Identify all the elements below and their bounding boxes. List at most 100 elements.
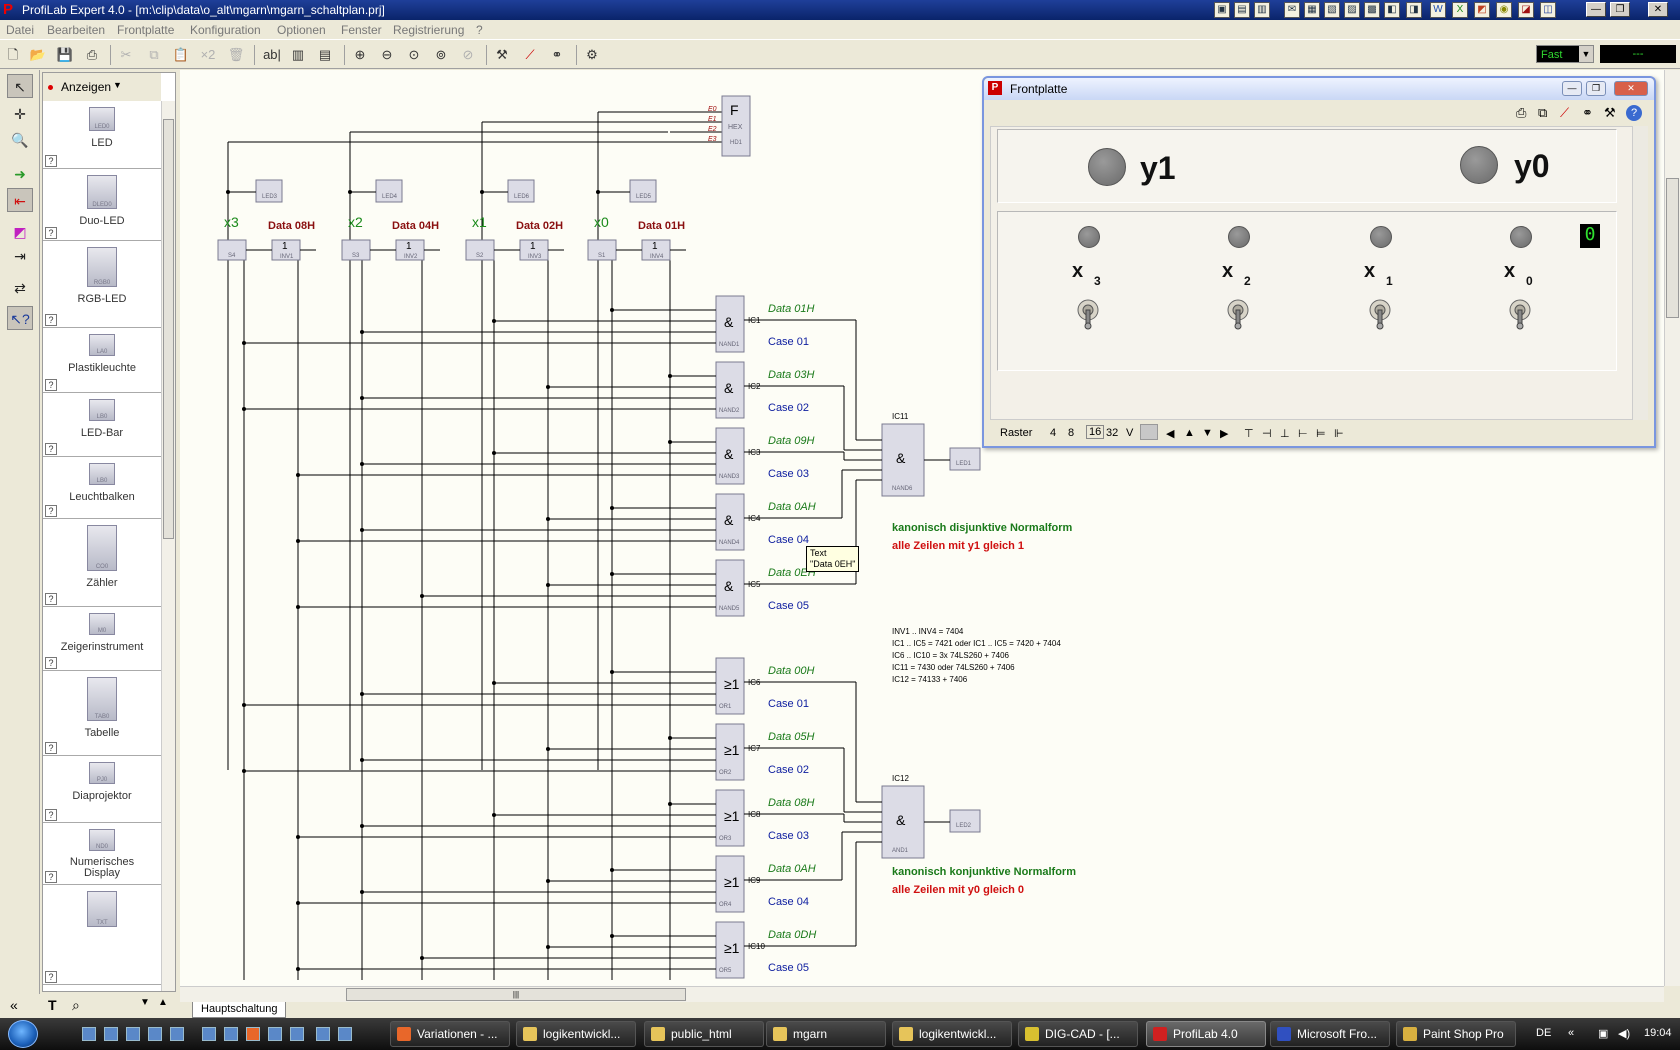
help-icon[interactable]: ? — [45, 379, 57, 391]
zoom-in-icon[interactable]: ⊕ — [354, 47, 366, 62]
pointer-tool-icon[interactable]: ↖ — [7, 74, 33, 98]
quicklaunch-icon[interactable]: ▤ — [1234, 2, 1250, 18]
quicklaunch-desktop-icon[interactable] — [82, 1027, 96, 1041]
quicklaunch-icon[interactable]: ▦ — [1304, 2, 1320, 18]
toggle-switch[interactable] — [1076, 298, 1100, 332]
restore-button[interactable]: ❐ — [1586, 81, 1606, 96]
output-led-component[interactable] — [949, 447, 981, 471]
help-icon[interactable]: ? — [45, 742, 57, 754]
raster-v[interactable]: V — [1126, 427, 1134, 439]
raster-16[interactable]: 16 — [1086, 425, 1105, 439]
help-pointer-icon[interactable]: ↖? — [7, 306, 33, 330]
taskbar-button[interactable]: Variationen - ... — [390, 1021, 510, 1047]
align-middle-icon[interactable]: ⊣ — [1262, 428, 1272, 440]
new-file-icon[interactable]: 🗋 — [7, 47, 19, 62]
menu-help[interactable]: ? — [476, 23, 483, 37]
wire-tool-icon[interactable]: ⟋ — [1560, 105, 1570, 120]
close-button[interactable]: ✕ — [1614, 81, 1648, 96]
quicklaunch-icon[interactable] — [338, 1027, 352, 1041]
tools-icon[interactable]: ⚒ — [1604, 105, 1616, 120]
restore-button[interactable]: ❐ — [1610, 2, 1630, 17]
word-icon[interactable]: W — [1430, 2, 1446, 18]
scroll-up-icon[interactable]: ▲ — [158, 997, 168, 1008]
paste-icon[interactable]: 📋 — [172, 47, 190, 62]
arrow-down-icon[interactable]: ▼ — [1202, 427, 1213, 439]
quicklaunch-icon[interactable]: ▨ — [1344, 2, 1360, 18]
help-icon[interactable]: ? — [45, 505, 57, 517]
stop-arrow-icon[interactable]: ⇤ — [7, 188, 33, 212]
magnifier-icon[interactable]: 🔍 — [11, 132, 29, 148]
canvas-vertical-scrollbar[interactable] — [1664, 70, 1680, 986]
hex-display-component[interactable] — [721, 95, 751, 157]
frontpanel-scrollbar[interactable] — [1632, 126, 1648, 420]
arrow-right-icon[interactable]: ▶ — [1220, 428, 1229, 440]
zoom-out-icon[interactable]: ⊖ — [381, 47, 393, 62]
quicklaunch-icon[interactable]: ▣ — [1214, 2, 1230, 18]
collapse-icon[interactable]: « — [10, 997, 18, 1013]
output-led-component[interactable] — [949, 809, 981, 833]
combine-gate[interactable] — [881, 423, 925, 497]
nand-gate[interactable] — [715, 361, 745, 419]
list-icon[interactable]: ▤ — [318, 47, 332, 62]
help-icon[interactable]: ? — [45, 155, 57, 167]
library-scrollbar[interactable] — [161, 101, 175, 991]
taskbar-button[interactable]: ProfiLab 4.0 — [1146, 1021, 1266, 1047]
tab-hauptschaltung[interactable]: Hauptschaltung — [192, 1002, 287, 1018]
save-icon[interactable]: 💾 — [56, 47, 74, 62]
scroll-down-icon[interactable]: ▼ — [140, 997, 150, 1008]
quicklaunch-icon[interactable]: ▧ — [1324, 2, 1340, 18]
close-button[interactable]: ✕ — [1648, 2, 1668, 17]
zoom-fit-icon[interactable]: ⊙ — [408, 47, 420, 62]
menu-datei[interactable]: Datei — [6, 23, 35, 37]
grid-icon[interactable]: ▥ — [291, 47, 305, 62]
mail-icon[interactable]: ✉ — [1284, 2, 1300, 18]
or-gate[interactable] — [715, 855, 745, 913]
minimize-button[interactable]: — — [1586, 2, 1606, 17]
taskbar-button[interactable]: Paint Shop Pro — [1396, 1021, 1516, 1047]
print-icon[interactable]: ⎙ — [86, 47, 98, 62]
quicklaunch-icon[interactable] — [224, 1027, 238, 1041]
quicklaunch-icon[interactable] — [126, 1027, 140, 1041]
arrow-up-icon[interactable]: ▲ — [1184, 427, 1195, 439]
align-top-icon[interactable]: ⊤ — [1244, 428, 1254, 440]
settings-gear-icon[interactable]: ⚙ — [586, 47, 598, 62]
raster-8[interactable]: 8 — [1068, 427, 1075, 439]
menu-konfiguration[interactable]: Konfiguration — [190, 23, 261, 37]
crosshair-tool-icon[interactable]: ✛ — [14, 106, 26, 122]
help-icon[interactable]: ? — [45, 593, 57, 605]
help-icon[interactable]: ? — [45, 657, 57, 669]
toggle-switch[interactable] — [1226, 298, 1250, 332]
quicklaunch-icon[interactable]: ◫ — [1540, 2, 1556, 18]
help-icon[interactable]: ? — [1626, 105, 1642, 121]
quicklaunch-icon[interactable]: ◧ — [1384, 2, 1400, 18]
excel-icon[interactable]: X — [1452, 2, 1468, 18]
copy-icon[interactable]: ⧉ — [149, 47, 159, 62]
taskbar-button[interactable]: public_html — [644, 1021, 764, 1047]
speed-select[interactable]: Fast ▼ — [1536, 45, 1594, 63]
or-gate[interactable] — [715, 657, 745, 715]
help-icon[interactable]: ? — [45, 314, 57, 326]
or-gate[interactable] — [715, 723, 745, 781]
nand-gate[interactable] — [715, 559, 745, 617]
firefox-icon[interactable] — [246, 1027, 260, 1041]
minimize-button[interactable]: — — [1562, 81, 1582, 96]
delete-icon[interactable]: 🗑 — [227, 47, 245, 62]
library-category-select[interactable]: Anzeigen ▼ — [43, 73, 161, 101]
menu-fenster[interactable]: Fenster — [341, 23, 382, 37]
align-right-icon[interactable]: ⊩ — [1334, 428, 1344, 440]
volume-icon[interactable]: ◀) — [1618, 1028, 1631, 1040]
menu-optionen[interactable]: Optionen — [277, 23, 326, 37]
quicklaunch-icon[interactable] — [316, 1027, 330, 1041]
or-gate[interactable] — [715, 921, 745, 979]
start-button[interactable] — [8, 1020, 38, 1048]
menu-registrierung[interactable]: Registrierung — [393, 23, 465, 37]
led-component[interactable] — [255, 179, 283, 203]
duplicate-icon[interactable]: ×2 — [200, 47, 216, 62]
connector-icon[interactable]: ⚭ — [551, 47, 563, 62]
connector-icon[interactable]: ⚭ — [1582, 105, 1593, 120]
